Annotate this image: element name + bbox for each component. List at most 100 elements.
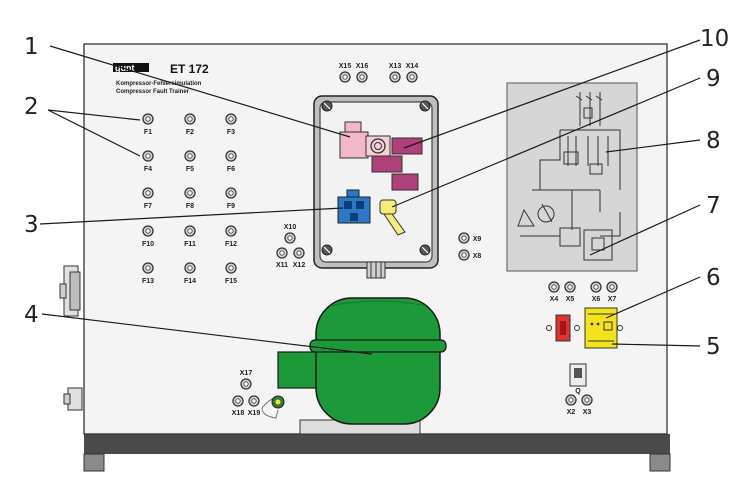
terminal-socket[interactable]: F12 (225, 225, 237, 248)
terminal-socket[interactable]: F11 (184, 225, 196, 248)
start-relay (339, 121, 391, 159)
terminal-socket[interactable]: X2 (565, 394, 577, 416)
callout-5: 5 (706, 334, 721, 360)
terminal-label: F14 (184, 278, 196, 285)
cable-gland (366, 261, 386, 279)
subtitle-de: Kompressor-Fehlersimulation (116, 81, 202, 87)
terminal-socket[interactable]: X17 (240, 370, 253, 390)
left-foot (83, 453, 105, 472)
terminal-label: F7 (144, 203, 152, 210)
terminal-socket[interactable]: X18 (232, 395, 245, 417)
compressor (261, 297, 447, 435)
subtitle-en: Compressor Fault Trainer (116, 89, 190, 95)
callout-7: 7 (706, 193, 721, 219)
terminal-label: F11 (184, 241, 196, 248)
terminal-socket[interactable]: F1 (142, 113, 154, 136)
terminal-label: X17 (240, 370, 253, 377)
relay-box (313, 95, 439, 269)
terminal-socket[interactable]: F2 (184, 113, 196, 136)
terminal-socket[interactable]: F8 (184, 187, 196, 210)
callout-1: 1 (24, 34, 39, 60)
terminal-socket[interactable]: X11 (276, 247, 288, 269)
terminal-socket[interactable]: F7 (142, 187, 154, 210)
terminal-socket[interactable]: F9 (225, 187, 237, 210)
terminal-label: X4 (550, 296, 559, 303)
terminal-socket[interactable]: X9 (458, 232, 482, 244)
main-switch (569, 363, 587, 387)
terminal-socket[interactable]: X8 (458, 249, 482, 261)
callout-3: 3 (24, 212, 39, 238)
terminal-label: F2 (186, 129, 194, 136)
callout-10: 10 (700, 26, 729, 52)
callout-8: 8 (706, 128, 721, 154)
terminal-label: X13 (389, 63, 402, 70)
terminal-label: F4 (144, 166, 152, 173)
terminal-label: X12 (293, 262, 306, 269)
screw-icon (321, 100, 431, 256)
terminal-socket[interactable]: F15 (225, 262, 237, 285)
terminal-label: X18 (232, 410, 245, 417)
terminal-label: X9 (473, 236, 482, 243)
terminal-socket[interactable]: X7 (606, 281, 618, 303)
terminal-socket[interactable]: X16 (356, 63, 369, 83)
terminal-socket[interactable]: F3 (225, 113, 237, 136)
terminal-label: X16 (356, 63, 369, 70)
terminal-label: X19 (248, 410, 261, 417)
terminal-label: F1 (144, 129, 152, 136)
terminal-label: X8 (473, 253, 482, 260)
terminal-label: X15 (339, 63, 352, 70)
terminal-socket[interactable]: F13 (142, 262, 154, 285)
side-handle-top (59, 265, 81, 317)
callout-leaders (39, 39, 701, 355)
base-frame (84, 434, 670, 454)
terminal-socket[interactable]: F6 (225, 150, 237, 173)
terminal-socket[interactable]: X5 (564, 281, 576, 303)
callout-4: 4 (24, 302, 39, 328)
terminal-label: X6 (592, 296, 601, 303)
callout-9: 9 (706, 66, 721, 92)
switch-label: Q (575, 388, 581, 395)
terminal-label: X3 (583, 409, 592, 416)
terminal-label: X5 (566, 296, 575, 303)
callout-6: 6 (706, 265, 721, 291)
terminal-label: F5 (186, 166, 194, 173)
terminal-socket[interactable]: X15 (339, 63, 352, 83)
motor-protector (371, 137, 423, 191)
terminal-socket[interactable]: F5 (184, 150, 196, 173)
terminal-socket[interactable]: X13 (389, 63, 402, 83)
ground-terminal (271, 395, 285, 409)
red-switch (546, 314, 580, 342)
terminal-block (337, 189, 371, 224)
terminal-socket[interactable]: X10 (284, 224, 297, 244)
terminal-label: F3 (227, 129, 235, 136)
terminal-label: F10 (142, 241, 154, 248)
top-terminals: X15 X16 X13 X14 (339, 63, 419, 83)
terminal-socket[interactable]: F4 (142, 150, 154, 173)
terminal-socket[interactable]: X12 (293, 247, 306, 269)
terminal-socket[interactable]: F10 (142, 225, 154, 248)
terminal-socket[interactable]: F14 (184, 262, 196, 285)
brand-logo (113, 63, 149, 72)
terminal-label: X7 (608, 296, 617, 303)
terminal-socket[interactable]: X19 (248, 395, 261, 417)
right-foot (649, 453, 671, 472)
terminal-socket[interactable]: X4 (548, 281, 560, 303)
terminal-socket[interactable]: X6 (590, 281, 602, 303)
terminal-label: X11 (276, 262, 288, 269)
side-handle-bottom (63, 387, 83, 411)
brand-text: gunt (115, 63, 135, 73)
protection-module (584, 307, 623, 349)
terminal-label: X2 (567, 409, 576, 416)
terminal-label: F15 (225, 278, 237, 285)
terminal-socket[interactable]: X3 (581, 394, 593, 416)
terminal-socket[interactable]: X14 (406, 63, 419, 83)
terminal-label: X14 (406, 63, 419, 70)
callout-2: 2 (24, 94, 39, 120)
bottom-right-terminals: Q X2 X3 (565, 388, 593, 416)
terminal-label: F6 (227, 166, 235, 173)
